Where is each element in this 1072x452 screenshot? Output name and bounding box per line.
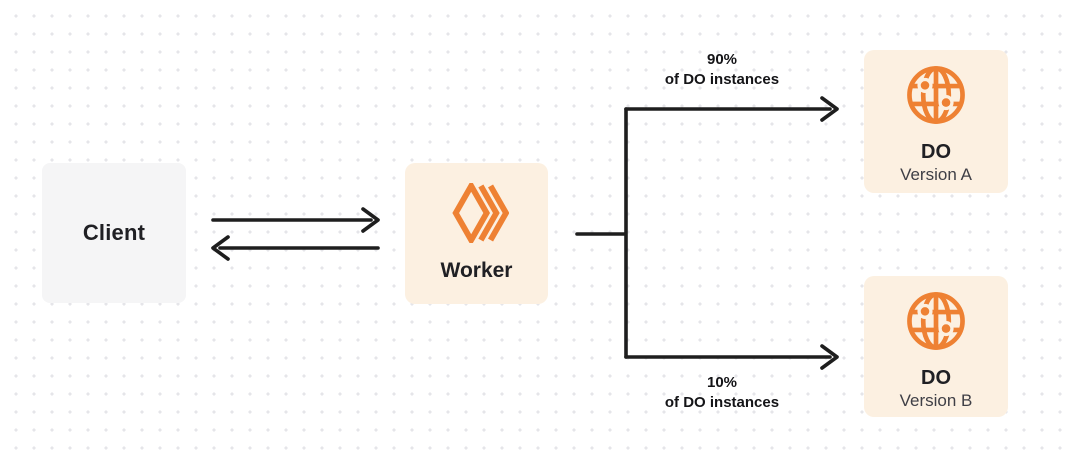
globe-icon	[907, 292, 965, 350]
route-b-label: 10% of DO instances	[622, 373, 822, 413]
route-b-percent: 10%	[706, 374, 738, 391]
worker-node: Worker	[405, 163, 548, 304]
do-version-a-subtitle: Version A	[900, 165, 972, 184]
worker-branch-connector	[575, 107, 628, 359]
route-a-percent: 90%	[706, 51, 738, 68]
client-to-worker-arrowhead-icon	[361, 207, 380, 233]
route-a-label: 90% of DO instances	[622, 50, 822, 90]
do-version-b-node: DO Version B	[864, 276, 1008, 417]
cloudflare-workers-logo-icon	[451, 183, 509, 243]
route-a-arrowhead-icon	[820, 96, 839, 122]
route-b-caption: of DO instances	[664, 394, 780, 411]
do-version-b-title: DO	[921, 367, 951, 389]
route-a-caption: of DO instances	[664, 71, 780, 88]
worker-to-client-arrowhead-icon	[211, 235, 230, 261]
do-version-a-node: DO Version A	[864, 50, 1008, 193]
do-version-b-subtitle: Version B	[899, 391, 973, 410]
do-version-a-title: DO	[921, 141, 951, 163]
worker-label: Worker	[440, 259, 513, 282]
globe-icon	[907, 66, 965, 124]
client-node: Client	[42, 163, 186, 303]
client-label: Client	[82, 220, 146, 245]
route-b-arrowhead-icon	[820, 344, 839, 370]
